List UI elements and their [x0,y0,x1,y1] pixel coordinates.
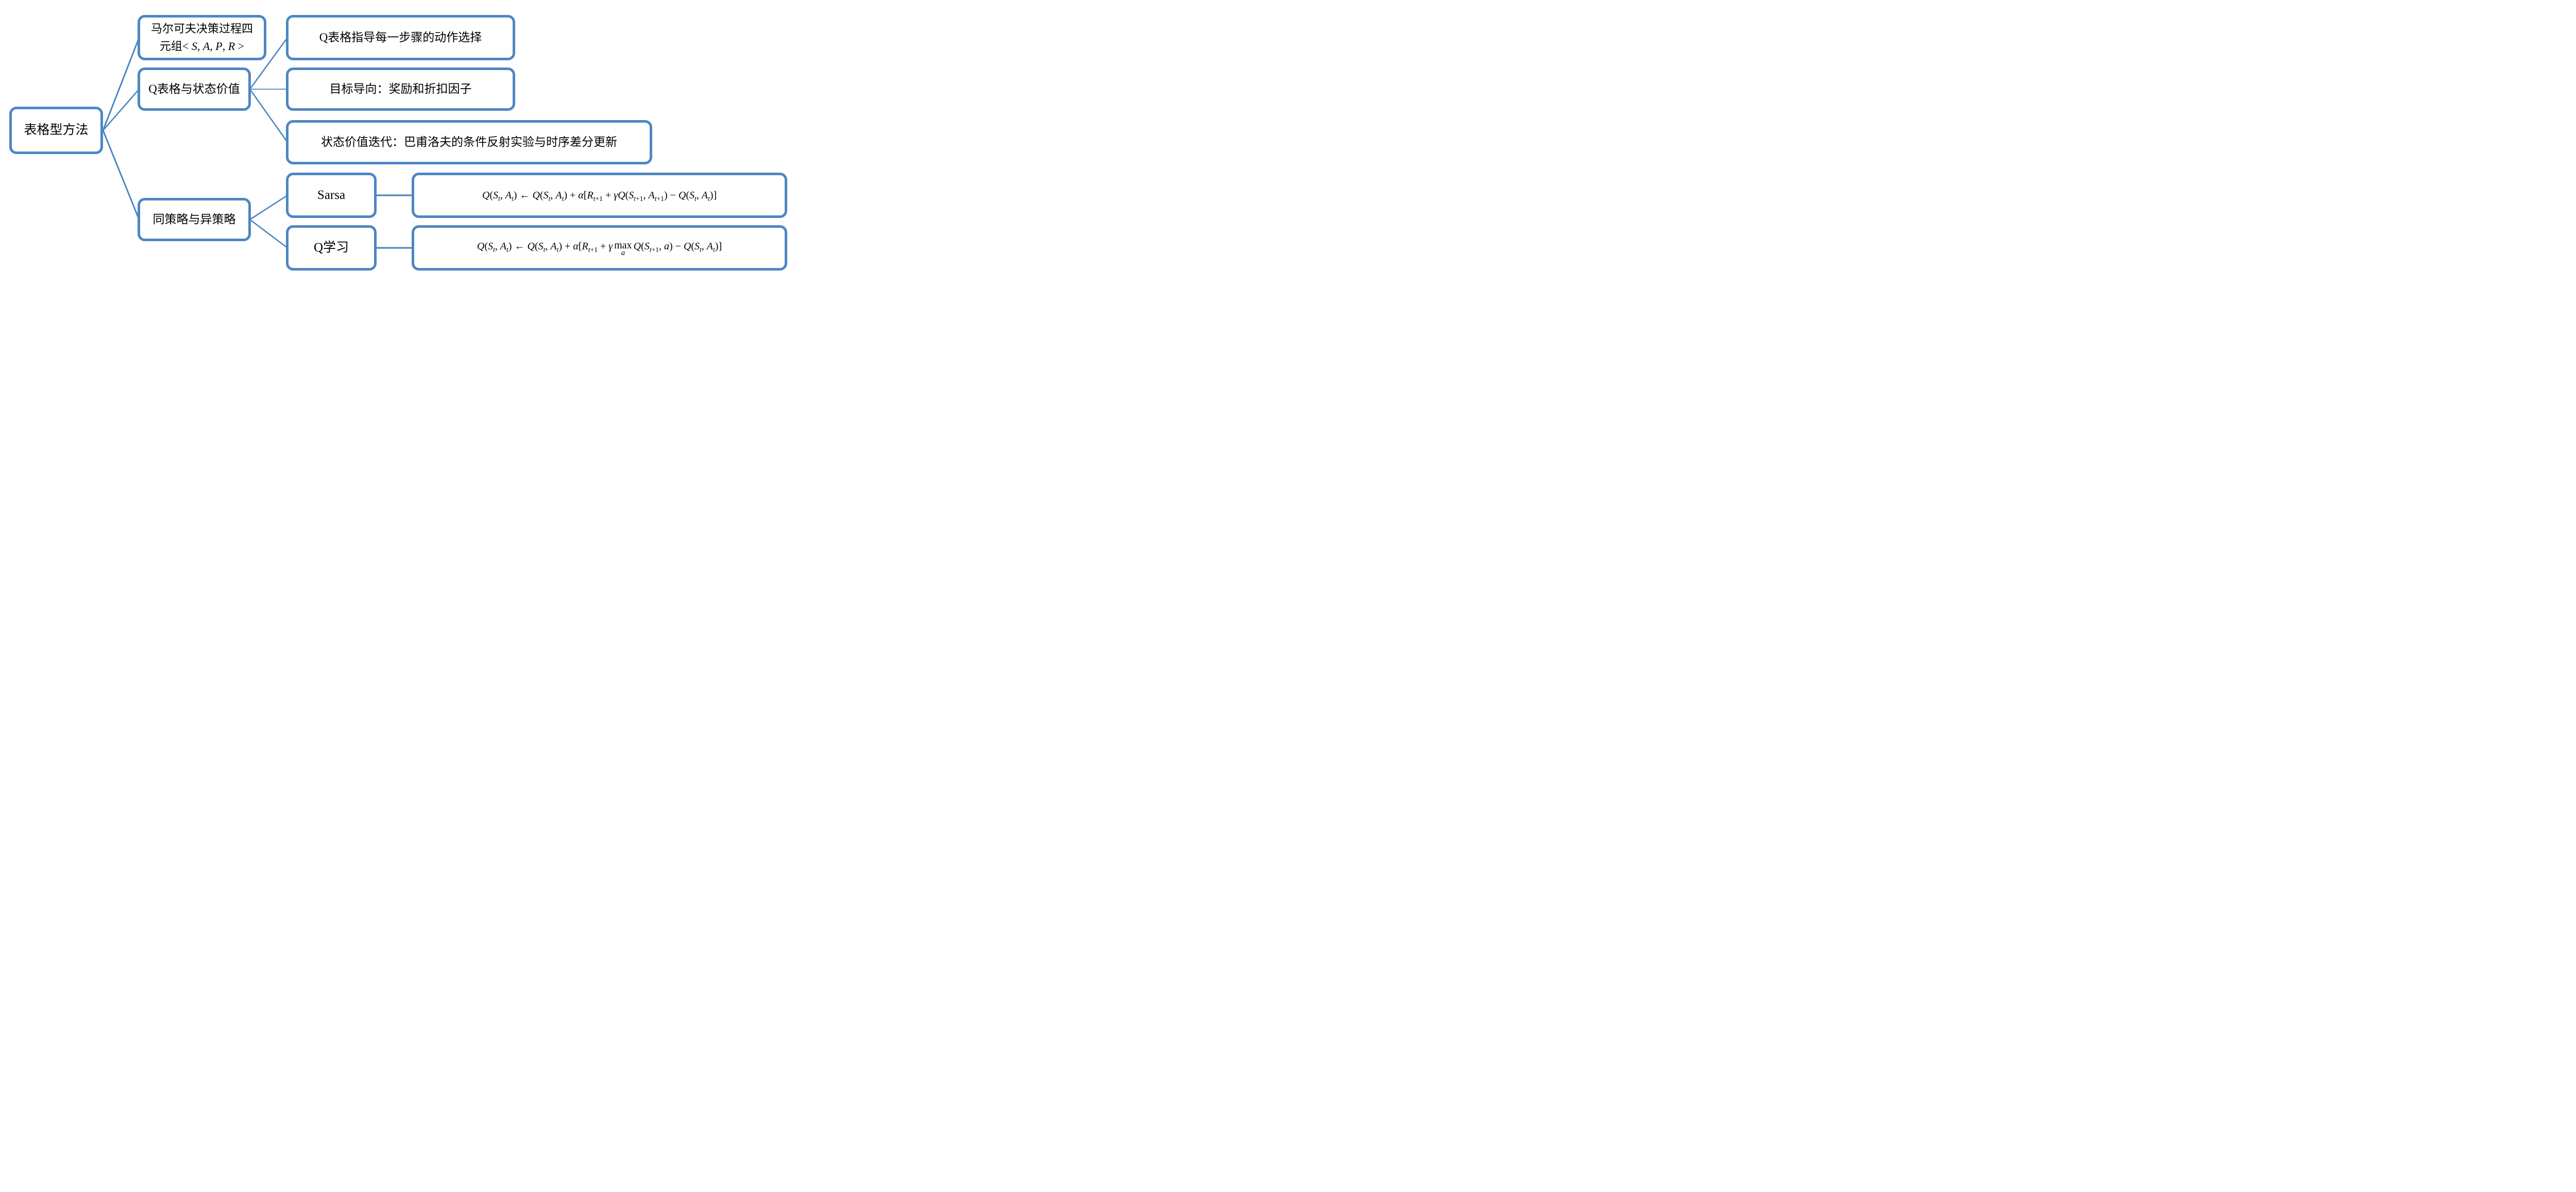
node-state-value-iteration: 状态价值迭代：巴甫洛夫的条件反射实验与时序差分更新 [286,120,652,164]
edge-qtable-value-iteration [249,89,289,143]
edge-onpolicy-qlearning [249,219,288,249]
node-goal-oriented: 目标导向：奖励和折扣因子 [286,68,515,111]
node-on-off-policy: 同策略与异策略 [138,198,251,241]
node-tabular-methods: 表格型方法 [9,107,103,154]
node-tabular-methods-label: 表格型方法 [24,123,89,137]
edge-qtable-qtable-guides [249,37,289,90]
node-sarsa-label: Sarsa [317,188,346,202]
node-on-off-policy-label: 同策略与异策略 [152,213,236,226]
mindmap-diagram: 表格型方法 马尔可夫决策过程四元组< S, A, P, R > Q表格与状态价值… [0,0,805,298]
node-state-value-iteration-label: 状态价值迭代：巴甫洛夫的条件反射实验与时序差分更新 [321,136,617,149]
connector-layer [102,37,413,249]
node-qtable-state-value-label: Q表格与状态价值 [148,82,240,96]
node-mdp-tuple-label: 马尔可夫决策过程四元组< S, A, P, R > [150,22,253,53]
node-sarsa-update-formula: Q(St, At) ← Q(St, At) + α[Rt+1 + γQ(St+1… [412,173,787,218]
sarsa-update-formula: Q(St, At) ← Q(St, At) + α[Rt+1 + γQ(St+1… [482,189,717,203]
node-qtable-guides-actions-label: Q表格指导每一步骤的动作选择 [319,31,482,44]
edge-root-mdp [102,37,140,131]
edge-onpolicy-sarsa [249,194,288,221]
edge-root-onpolicy [102,130,140,220]
node-qlearning: Q学习 [286,225,377,271]
node-qtable-state-value: Q表格与状态价值 [138,68,251,111]
node-qlearning-label: Q学习 [313,240,349,255]
node-mdp-tuple: 马尔可夫决策过程四元组< S, A, P, R > [138,15,266,60]
node-sarsa: Sarsa [286,173,377,218]
node-qtable-guides-actions: Q表格指导每一步骤的动作选择 [286,15,515,60]
edge-root-qtable [103,89,140,131]
node-goal-oriented-label: 目标导向：奖励和折扣因子 [329,82,472,96]
